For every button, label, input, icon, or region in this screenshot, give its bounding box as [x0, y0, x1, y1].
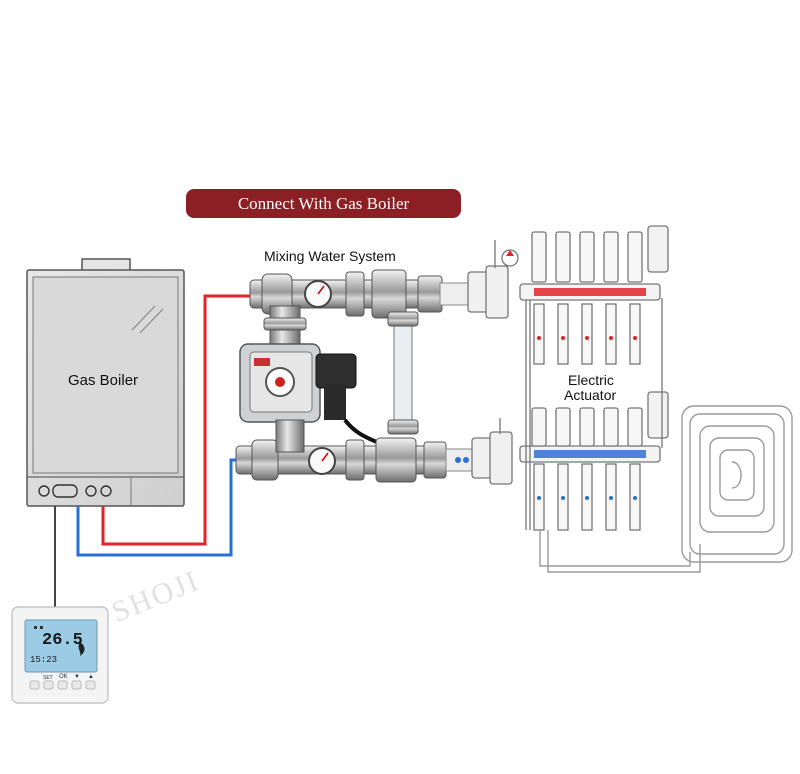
diagram-title-banner: Connect With Gas Boiler	[186, 189, 461, 218]
thermostat-down-button[interactable]: ▼	[74, 674, 80, 680]
mixing-system-label: Mixing Water System	[264, 248, 396, 264]
thermostat-lcd	[24, 619, 98, 673]
thermostat-ok-button[interactable]: OK	[59, 674, 68, 680]
gas-boiler-label: Gas Boiler	[68, 372, 139, 389]
electric-actuator-label-line1: Electric	[568, 372, 614, 388]
supply-pipe	[101, 294, 250, 546]
thermostat-time: 15:23	[30, 655, 58, 665]
gas-boiler	[26, 258, 185, 507]
electric-actuator-label-line2: Actuator	[564, 387, 617, 403]
flow-indicators	[537, 336, 637, 500]
boiler-controls	[38, 484, 112, 498]
thermostat-temperature: 26.5	[42, 631, 83, 650]
thermostat-up-button[interactable]: ▲	[88, 674, 94, 680]
heating-loop	[539, 405, 793, 573]
thermostat-set-button[interactable]: SET	[43, 675, 53, 681]
mixing-unit	[235, 269, 487, 483]
thermostat	[11, 606, 109, 704]
